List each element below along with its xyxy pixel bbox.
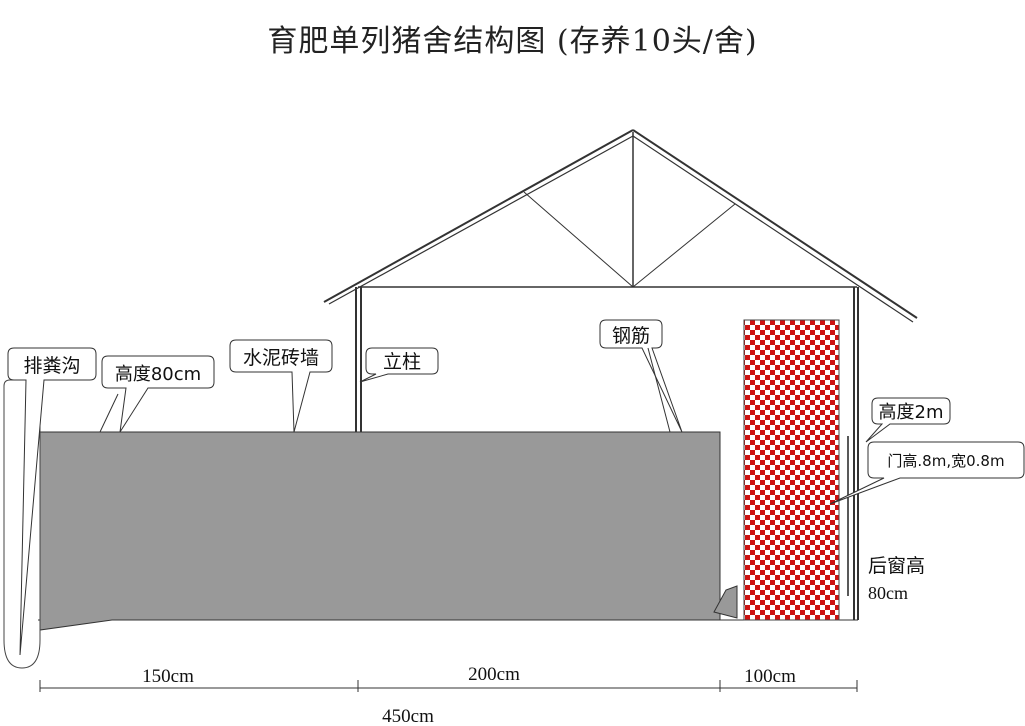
callout-drain: 排粪沟	[7, 347, 97, 656]
callout-pillar: 立柱	[359, 347, 439, 383]
callout-height-2m: 高度2m	[865, 397, 951, 443]
dimension-line	[39, 680, 858, 692]
callout-door: 门高.8m,宽0.8m	[829, 441, 1025, 505]
diagram-title: 育肥单列猪舍结构图 (存养10头/舍)	[267, 24, 758, 59]
roof	[323, 129, 918, 323]
rear-window-label-line1: 后窗高	[868, 555, 925, 577]
door-checkered	[743, 319, 840, 621]
dimension-seg3: 100cm	[744, 666, 796, 687]
dimension-seg2: 200cm	[468, 664, 520, 685]
callout-drain-text: 排粪沟	[23, 355, 80, 377]
rear-window-label-line2: 80cm	[868, 583, 908, 603]
dimension-seg1: 150cm	[142, 666, 194, 687]
drain-callout-shape	[3, 379, 41, 669]
callout-door-text: 门高.8m,宽0.8m	[887, 452, 1004, 470]
callout-pillar-text: 立柱	[383, 351, 421, 373]
leader-line	[99, 393, 119, 433]
callout-brick-wall: 水泥砖墙	[229, 339, 333, 433]
pillar-left	[355, 287, 362, 433]
callout-height-2m-text: 高度2m	[879, 402, 944, 423]
callout-wall-height-text: 高度80cm	[115, 364, 201, 385]
callout-brick-wall-text: 水泥砖墙	[243, 347, 319, 369]
callout-rebar: 钢筋	[599, 319, 683, 433]
dimension-total: 450cm	[382, 706, 434, 726]
callout-wall-height: 高度80cm	[101, 355, 215, 433]
callout-rebar-text: 钢筋	[612, 325, 650, 347]
wall-fragment	[713, 585, 738, 619]
brick-wall	[39, 431, 721, 631]
pillar-right	[853, 287, 859, 620]
